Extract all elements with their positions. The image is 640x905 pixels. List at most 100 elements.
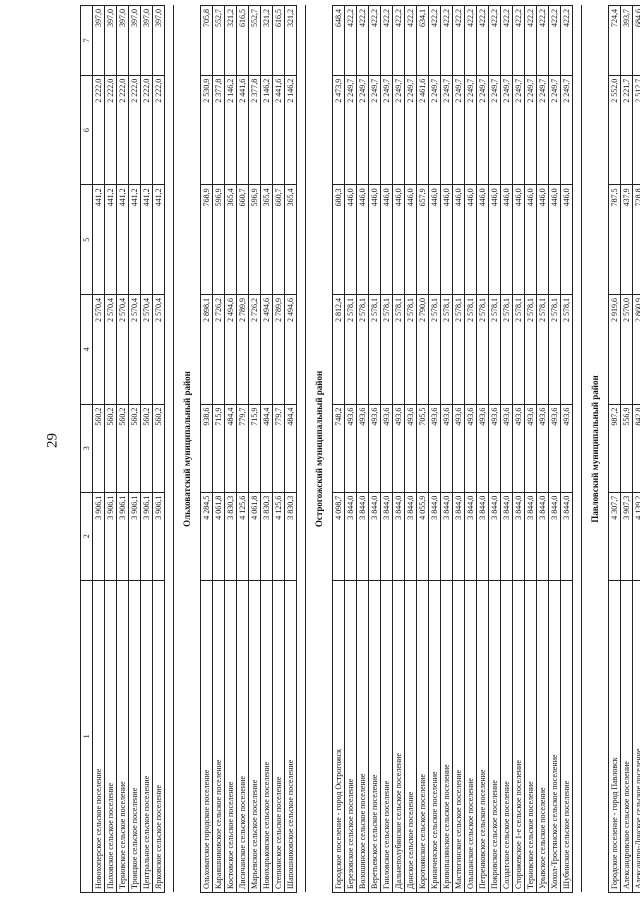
settlement-name-cell: Хохол-Тростянское сельское поселение — [548, 580, 561, 893]
column-header: 2 — [80, 492, 93, 581]
value-cell: 422,2 — [560, 5, 573, 76]
settlement-name-cell: Коротоякское сельское поселение — [416, 580, 429, 893]
settlement-name-cell: Гниловское сельское поселение — [380, 580, 393, 893]
value-cell: 446,0 — [440, 184, 453, 295]
value-cell: 596,9 — [248, 184, 261, 295]
value-cell: 2 570,4 — [128, 294, 141, 405]
value-cell: 2 578,1 — [440, 294, 453, 405]
value-cell: 634,1 — [416, 5, 429, 76]
value-cell: 437,9 — [620, 184, 633, 295]
value-cell: 2 898,1 — [200, 294, 213, 405]
settlement-name-cell: Шапошниковское сельское поселение — [284, 580, 297, 893]
settlement-name-cell: Городское поселение - город Павловск — [608, 580, 621, 893]
value-cell: 2 512,7 — [632, 75, 640, 185]
value-cell: 3 844,0 — [500, 492, 513, 581]
value-cell: 2 919,6 — [608, 294, 621, 405]
value-cell: 2 461,6 — [416, 75, 429, 185]
value-cell: 2 578,1 — [404, 294, 417, 405]
value-cell: 321,2 — [260, 5, 273, 76]
value-cell: 493,6 — [548, 404, 561, 493]
value-cell: 2 249,7 — [440, 75, 453, 185]
value-cell: 4 284,5 — [200, 492, 213, 581]
value-cell: 446,0 — [512, 184, 525, 295]
settlement-name-cell: Криниченское сельское поселение — [428, 580, 441, 893]
value-cell: 446,0 — [380, 184, 393, 295]
value-cell: 365,4 — [284, 184, 297, 295]
value-cell: 2 578,1 — [344, 294, 357, 405]
value-cell: 560,2 — [128, 404, 141, 493]
value-cell: 446,0 — [428, 184, 441, 295]
value-cell: 3 844,0 — [512, 492, 525, 581]
value-cell: 715,9 — [212, 404, 225, 493]
value-cell: 4 125,6 — [272, 492, 285, 581]
value-cell: 446,0 — [548, 184, 561, 295]
value-cell: 493,6 — [488, 404, 501, 493]
region-heading: Павловский муниципальный район — [581, 5, 609, 893]
value-cell: 2 377,8 — [248, 75, 261, 185]
value-cell: 493,6 — [464, 404, 477, 493]
value-cell: 365,4 — [224, 184, 237, 295]
value-cell: 2 578,1 — [524, 294, 537, 405]
value-cell: 2 812,4 — [332, 294, 345, 405]
value-cell: 2 578,1 — [428, 294, 441, 405]
value-cell: 2 249,7 — [536, 75, 549, 185]
value-cell: 441,2 — [128, 184, 141, 295]
value-cell: 446,0 — [452, 184, 465, 295]
value-cell: 397,0 — [140, 5, 153, 76]
value-cell: 422,2 — [428, 5, 441, 76]
value-cell: 422,2 — [344, 5, 357, 76]
settlement-name-cell: Мастюгинское сельское поселение — [452, 580, 465, 893]
value-cell: 2 441,6 — [272, 75, 285, 185]
value-cell: 768,9 — [200, 184, 213, 295]
settlement-name-cell: Троицкое сельское поселение — [128, 580, 141, 893]
value-cell: 2 570,4 — [140, 294, 153, 405]
value-cell: 422,2 — [536, 5, 549, 76]
region-heading-row: Острогожский муниципальный район — [305, 5, 333, 893]
settlement-name-cell: Ольховатское городское поселение — [200, 580, 213, 893]
value-cell: 446,0 — [464, 184, 477, 295]
value-cell: 4 125,6 — [236, 492, 249, 581]
value-cell: 3 844,0 — [404, 492, 417, 581]
value-cell: 2 570,4 — [116, 294, 129, 405]
region-heading: Острогожский муниципальный район — [305, 5, 333, 893]
column-header: 1 — [80, 580, 93, 893]
column-header: 6 — [80, 75, 93, 185]
value-cell: 2 249,7 — [548, 75, 561, 185]
settlement-name-cell: Александро-Донское сельское поселение — [632, 580, 640, 893]
value-cell: 3 844,0 — [440, 492, 453, 581]
value-cell: 2 860,9 — [632, 294, 640, 405]
value-cell: 616,5 — [272, 5, 285, 76]
settlement-name-cell: Городское поселение - город Острогожск — [332, 580, 345, 893]
budget-table: 1 2 3 4 5 6 7 Новохоперское сельское пос… — [80, 5, 640, 893]
value-cell: 2 578,1 — [380, 294, 393, 405]
value-cell: 2 578,1 — [464, 294, 477, 405]
column-header-row: 1 2 3 4 5 6 7 — [80, 5, 93, 893]
value-cell: 446,0 — [404, 184, 417, 295]
value-cell: 3 844,0 — [344, 492, 357, 581]
value-cell: 3 906,1 — [128, 492, 141, 581]
value-cell: 2 726,2 — [212, 294, 225, 405]
value-cell: 484,4 — [224, 404, 237, 493]
value-cell: 493,6 — [512, 404, 525, 493]
value-cell: 446,0 — [344, 184, 357, 295]
settlement-name-cell: Урывское сельское поселение — [536, 580, 549, 893]
value-cell: 2 552,0 — [608, 75, 621, 185]
settlement-name-cell: Покровское сельское поселение — [488, 580, 501, 893]
value-cell: 397,0 — [104, 5, 117, 76]
value-cell: 2 249,7 — [452, 75, 465, 185]
value-cell: 2 249,7 — [476, 75, 489, 185]
region-heading: Ольховатский муниципальный район — [173, 5, 201, 893]
